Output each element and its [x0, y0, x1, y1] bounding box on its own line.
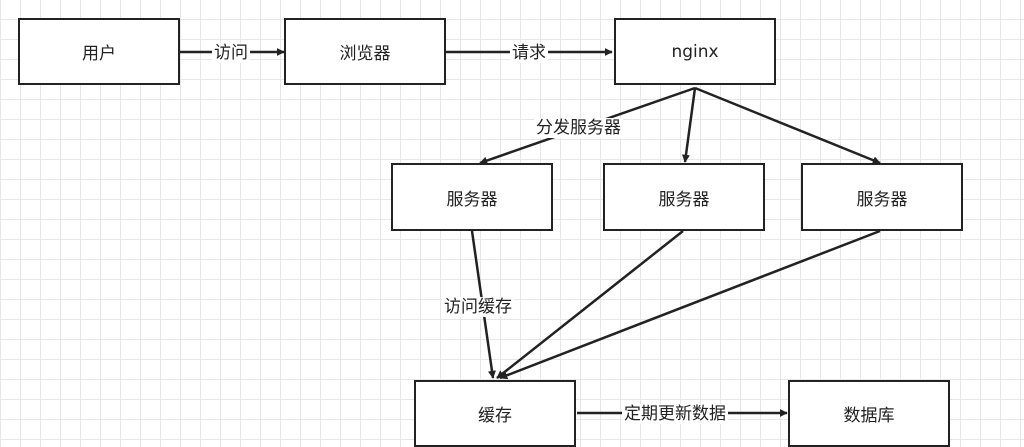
node-database-label: 数据库: [843, 406, 895, 426]
node-database[interactable]: 数据库: [788, 380, 950, 447]
edge-nginx-to-server3: [694, 86, 881, 165]
edge-server2-to-cache: [496, 230, 684, 379]
node-server-2[interactable]: 服务器: [603, 163, 765, 231]
node-server-1-label: 服务器: [446, 189, 498, 210]
node-server-3[interactable]: 服务器: [801, 163, 963, 231]
node-cache[interactable]: 缓存: [414, 380, 576, 447]
edge-server3-to-cache: [499, 229, 881, 380]
node-nginx-label: nginx: [671, 41, 719, 62]
edge-label-periodic-update: 定期更新数据: [622, 404, 728, 424]
node-nginx[interactable]: nginx: [614, 18, 776, 85]
node-server-1[interactable]: 服务器: [391, 163, 553, 231]
node-server-3-label: 服务器: [856, 189, 908, 210]
edge-nginx-to-server2: [682, 87, 697, 163]
edge-label-distribute-servers: 分发服务器: [534, 118, 623, 138]
node-browser-label: 浏览器: [339, 44, 391, 64]
node-server-2-label: 服务器: [658, 189, 710, 210]
node-user[interactable]: 用户: [18, 18, 180, 85]
edge-label-visit: 访问: [212, 43, 250, 63]
node-browser[interactable]: 浏览器: [284, 18, 446, 85]
edge-label-request: 请求: [510, 43, 548, 63]
node-user-label: 用户: [82, 44, 116, 64]
node-cache-label: 缓存: [478, 406, 512, 426]
edge-label-access-cache: 访问缓存: [442, 297, 514, 317]
